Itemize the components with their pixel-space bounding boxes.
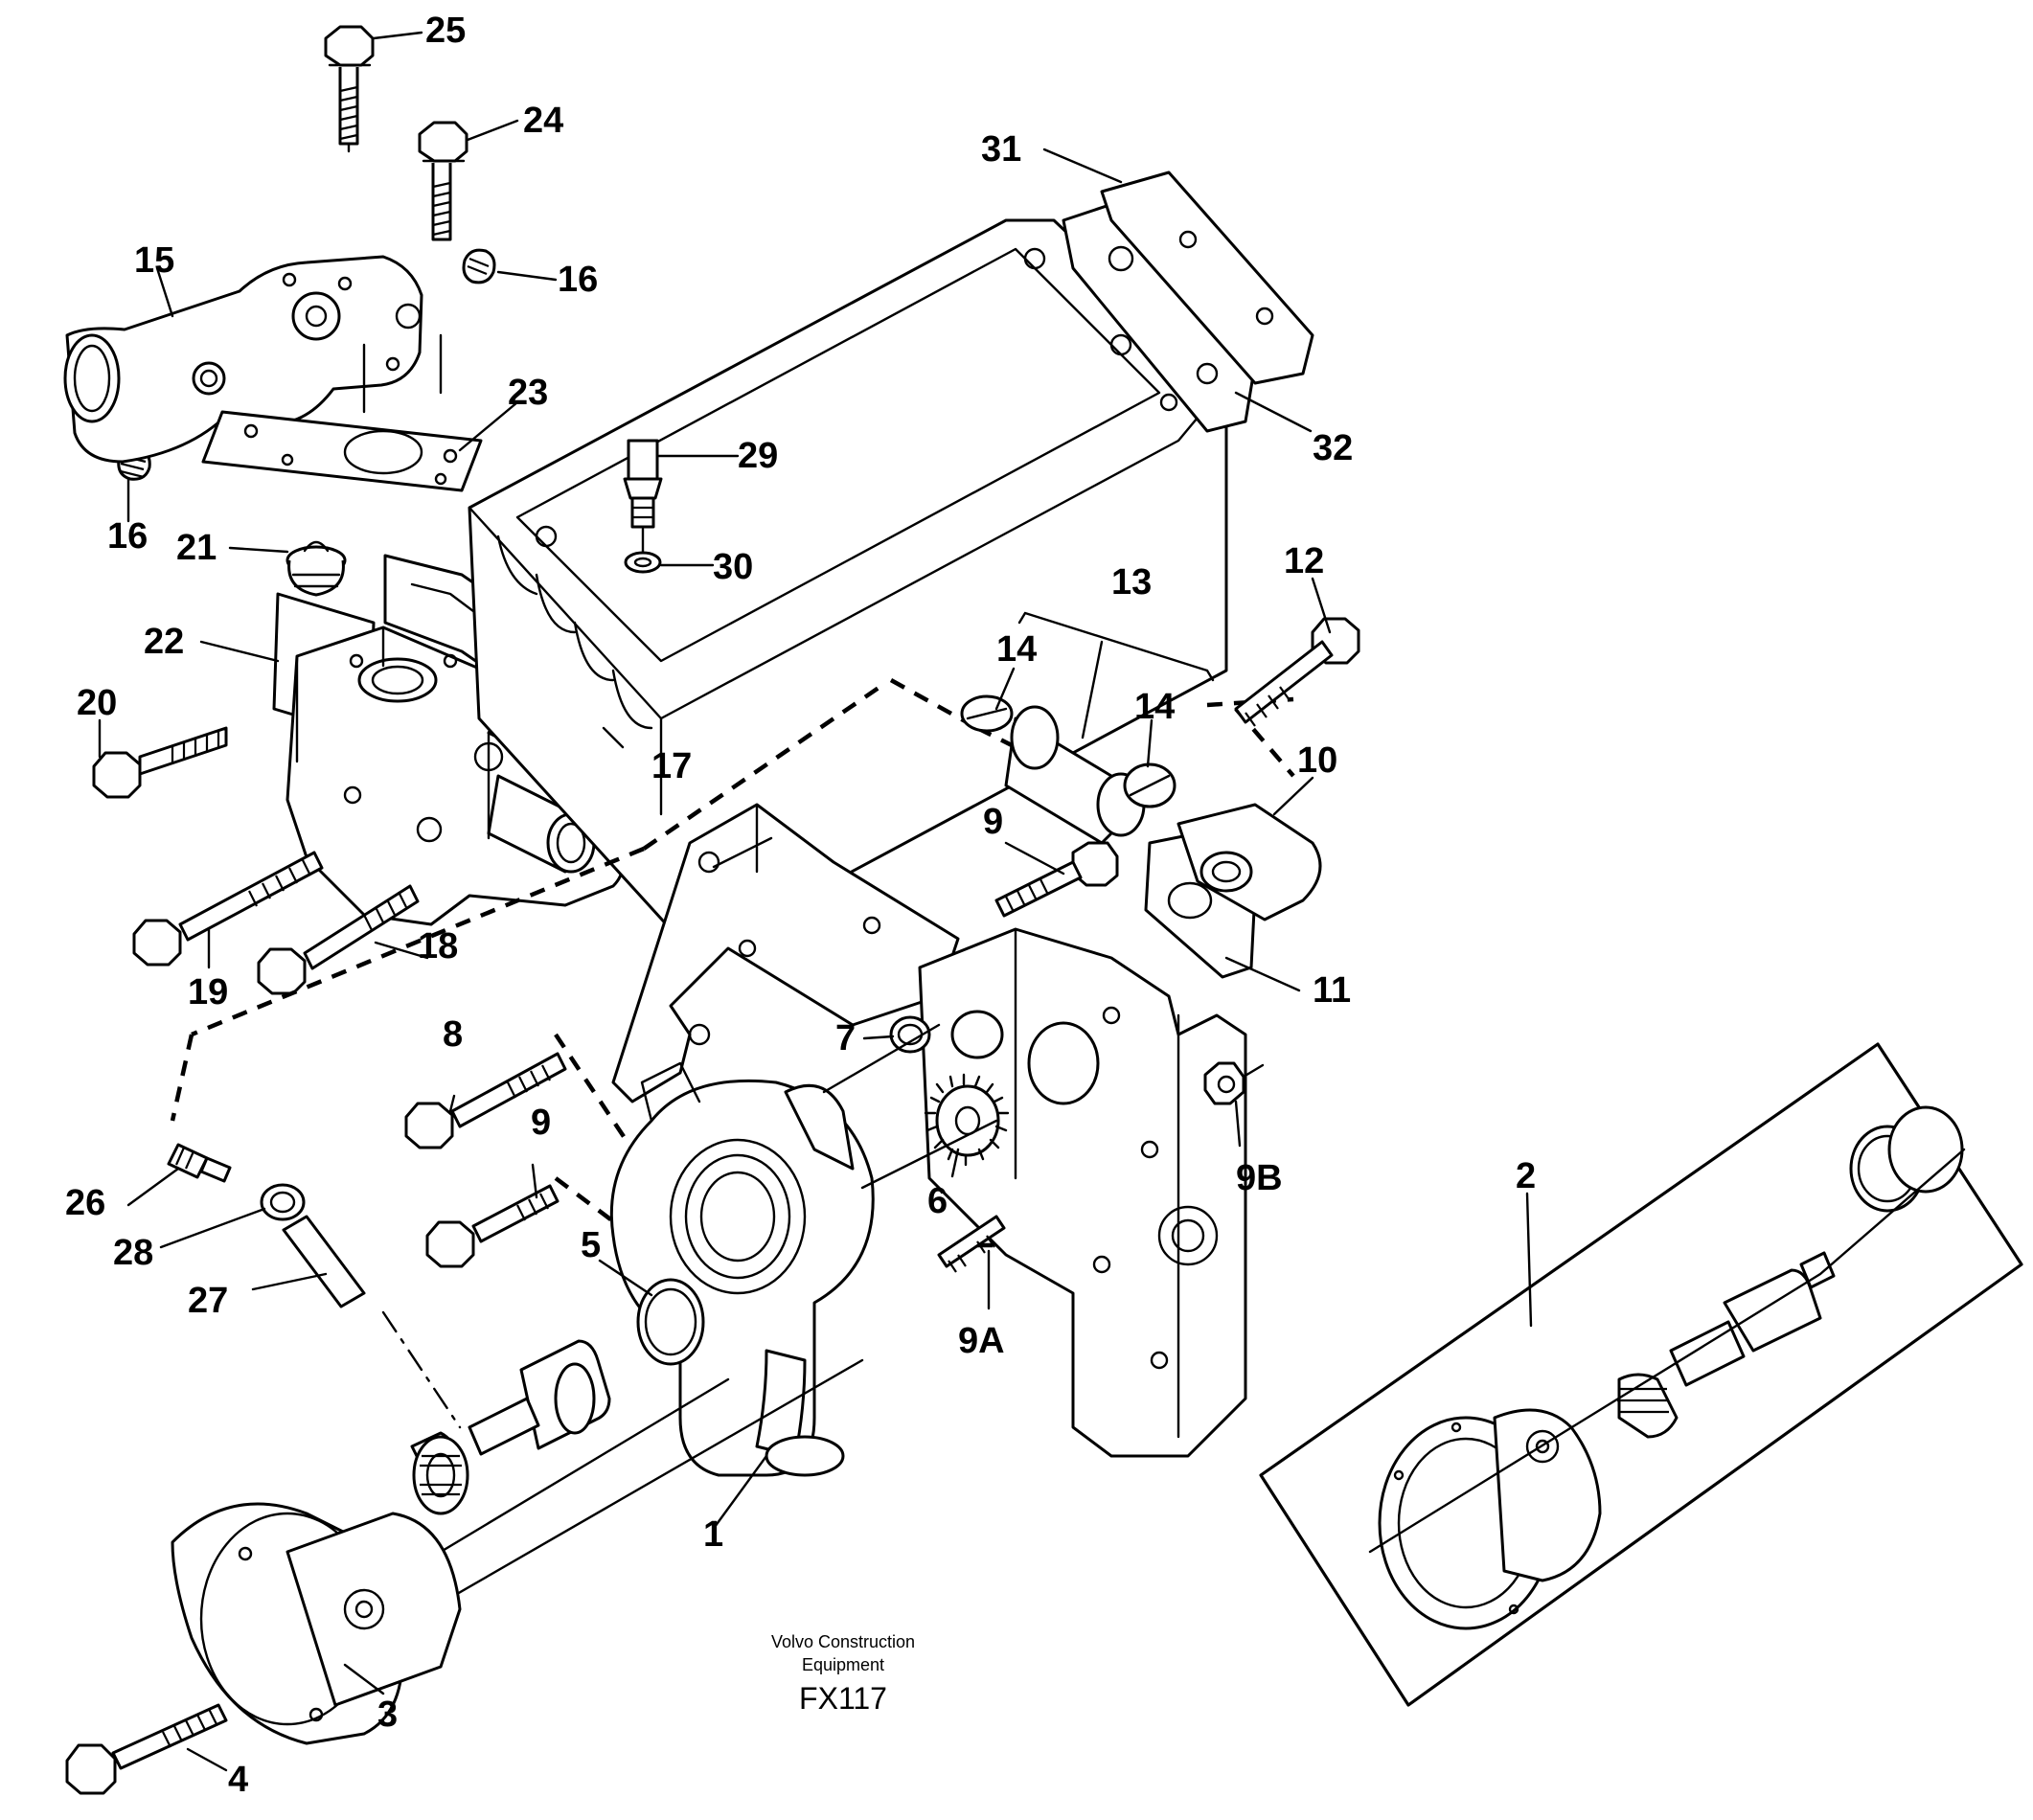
part-24-bolt <box>418 121 468 241</box>
publisher-credit: Volvo Construction Equipment FX117 <box>771 1632 915 1716</box>
callout-31: 31 <box>981 129 1021 170</box>
part-1-water-pump-housing <box>609 1023 998 1477</box>
part-20-bolt <box>92 726 228 799</box>
callout-3: 3 <box>377 1695 398 1735</box>
callout-12: 12 <box>1284 541 1324 581</box>
callout-1: 1 <box>703 1514 723 1555</box>
part-9B-nut <box>1203 1061 1265 1105</box>
callout-30: 30 <box>713 547 753 587</box>
callout-19: 19 <box>188 972 228 1012</box>
part-9-bolt-upper <box>994 841 1119 918</box>
callout-27: 27 <box>188 1281 228 1321</box>
part-18-bolt <box>257 884 420 995</box>
figure-code: FX117 <box>799 1681 887 1716</box>
callout-13: 13 <box>1111 562 1152 603</box>
part-14-clamp-right <box>1123 762 1176 808</box>
part-19-bolt <box>132 851 324 967</box>
callout-labels: 25 24 15 16 16 23 21 22 20 17 18 19 29 3… <box>65 11 1536 1800</box>
part-16-plug-upper <box>462 248 496 284</box>
callout-20: 20 <box>77 683 117 723</box>
timing-cover-plate <box>611 803 960 1103</box>
part-6-gear <box>924 1073 1010 1167</box>
callout-23: 23 <box>508 373 548 413</box>
callout-11: 11 <box>1313 970 1351 1011</box>
callout-15: 15 <box>134 240 174 281</box>
callout-8: 8 <box>443 1014 463 1055</box>
part-12-bolt <box>1234 617 1360 727</box>
callout-5: 5 <box>581 1225 601 1265</box>
callout-18: 18 <box>418 926 458 967</box>
part-21-thermostat <box>286 540 347 597</box>
callout-17: 17 <box>651 746 692 786</box>
callout-28: 28 <box>113 1233 153 1273</box>
gear-case <box>918 927 1247 1458</box>
part-9-bolt-lower <box>425 1184 560 1268</box>
callout-25: 25 <box>425 11 466 51</box>
part-25-bolt <box>324 25 375 153</box>
callout-32: 32 <box>1313 428 1353 468</box>
callout-14-left: 14 <box>996 629 1037 670</box>
credit-line-1: Volvo Construction <box>771 1632 915 1651</box>
callout-7: 7 <box>835 1018 856 1058</box>
callout-2: 2 <box>1516 1156 1536 1196</box>
part-5-o-ring <box>636 1278 705 1366</box>
callout-4: 4 <box>228 1760 248 1800</box>
callout-16-upper: 16 <box>558 260 598 300</box>
part-2-repair-kit <box>1259 1042 2023 1707</box>
part-27-hose <box>282 1215 462 1429</box>
callout-16-lower: 16 <box>107 516 148 557</box>
callout-9B: 9B <box>1236 1158 1283 1198</box>
callout-26: 26 <box>65 1183 105 1223</box>
part-13-hose <box>1004 611 1215 845</box>
part-23-gasket <box>201 410 483 492</box>
callout-24: 24 <box>523 101 563 141</box>
part-15-thermostat-cover <box>63 255 443 464</box>
part-26-nipple <box>167 1143 232 1183</box>
callout-22: 22 <box>144 622 184 662</box>
thermostat-housing <box>286 626 625 926</box>
part-14-clamp-left <box>960 694 1014 733</box>
callout-9-upper: 9 <box>983 802 1003 842</box>
leader-lines <box>98 31 1533 1772</box>
credit-line-2: Equipment <box>802 1655 884 1674</box>
callout-9A: 9A <box>958 1321 1005 1361</box>
part-29-sensor <box>623 439 663 529</box>
part-10-elbow <box>1176 803 1322 921</box>
part-9A-stud <box>937 1215 1006 1273</box>
part-8-bolt <box>404 1052 567 1149</box>
callout-6: 6 <box>927 1181 948 1221</box>
part-31-cover <box>1100 171 1314 385</box>
callout-21: 21 <box>176 528 217 568</box>
callout-29: 29 <box>738 436 778 476</box>
part-30-washer <box>624 527 662 574</box>
part-3-cover <box>171 1502 462 1745</box>
part-28-clamp <box>260 1183 306 1221</box>
callout-14-right: 14 <box>1134 687 1175 727</box>
pump-internals <box>343 1339 864 1649</box>
callout-10: 10 <box>1297 740 1337 781</box>
part-4-bolt <box>65 1703 228 1795</box>
callout-9-lower: 9 <box>531 1103 551 1143</box>
